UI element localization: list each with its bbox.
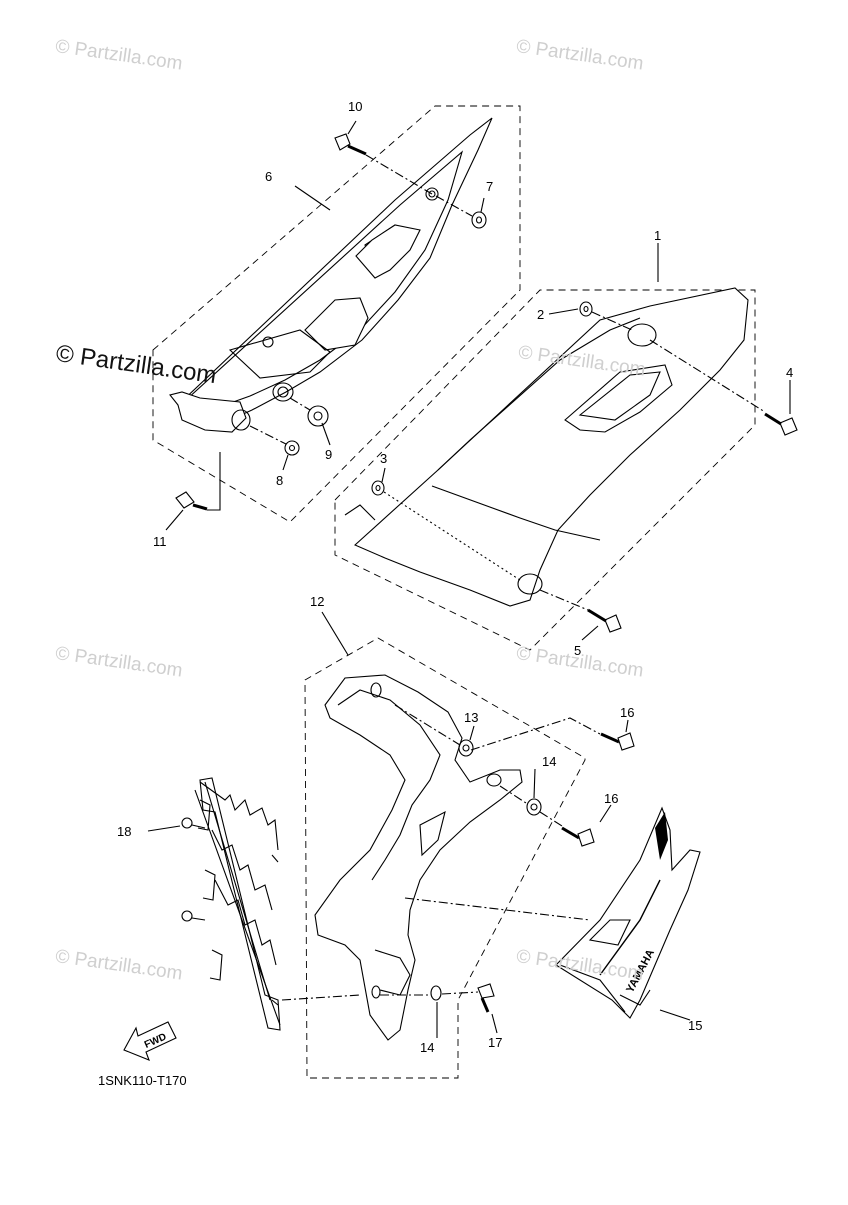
- callout-numbers: 10 6 7 9 8 11 1 2 4 3 5 12 13 16 14 16 1…: [117, 99, 793, 1055]
- callout-5: 5: [574, 643, 581, 658]
- part-18-louver: [147, 777, 361, 1031]
- callout-13: 13: [464, 710, 478, 725]
- callout-4: 4: [786, 365, 793, 380]
- callout-17: 17: [488, 1035, 502, 1050]
- callout-8: 8: [276, 473, 283, 488]
- callout-10: 10: [348, 99, 362, 114]
- callout-14-upper: 14: [542, 754, 556, 769]
- callout-7: 7: [486, 179, 493, 194]
- diagram-code: 1SNK110-T170: [98, 1073, 187, 1088]
- callout-15: 15: [688, 1018, 702, 1033]
- callout-6: 6: [265, 169, 272, 184]
- callout-18: 18: [117, 824, 131, 839]
- fwd-arrow: [123, 1021, 177, 1061]
- callout-2: 2: [537, 307, 544, 322]
- part-12-shroud: [304, 611, 635, 1079]
- callout-12: 12: [310, 594, 324, 609]
- callout-11: 11: [153, 534, 167, 549]
- callout-16-upper: 16: [620, 705, 634, 720]
- part-1-side-cover: [334, 243, 798, 651]
- part-6-side-cover: [152, 105, 521, 531]
- callout-3: 3: [380, 451, 387, 466]
- callout-9: 9: [325, 447, 332, 462]
- callout-1: 1: [654, 228, 661, 243]
- part-15-decal: [404, 806, 701, 1021]
- callout-16-lower: 16: [604, 791, 618, 806]
- callout-14-lower: 14: [420, 1040, 434, 1055]
